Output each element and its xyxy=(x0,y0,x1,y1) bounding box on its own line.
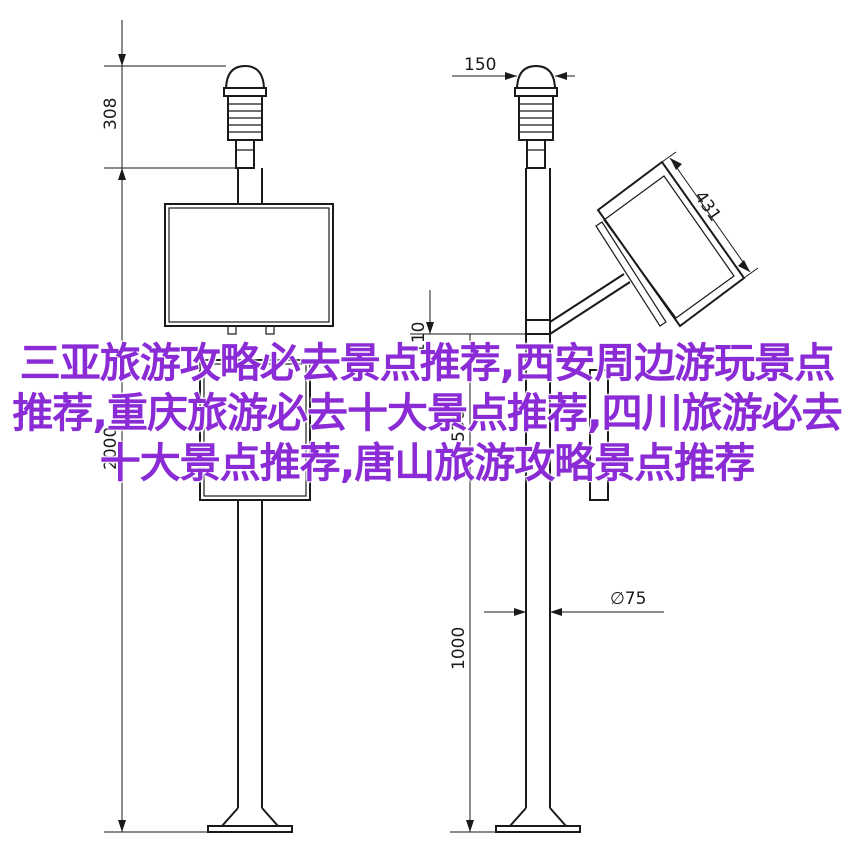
side-view xyxy=(410,64,759,833)
sensor-dome-left xyxy=(224,64,266,89)
display-panel xyxy=(164,203,334,327)
dimension-431 xyxy=(661,151,759,279)
base-flange-right xyxy=(507,807,569,827)
label-530: 530 xyxy=(449,410,469,442)
sensor-cap-left xyxy=(223,87,267,97)
label-110: 110 xyxy=(409,322,429,354)
sensor-louvers-left xyxy=(227,95,263,141)
base-plate-right xyxy=(495,825,581,833)
base-plate-left xyxy=(207,825,293,833)
sensor-mount-right xyxy=(526,139,546,169)
dimension-2000 xyxy=(104,168,208,833)
sensor-mount-left xyxy=(235,139,255,169)
base-flange-left xyxy=(219,807,281,827)
overlay-caption: 三亚旅游攻略必去景点推荐,西安周边游玩景点推荐,重庆旅游必去十大景点推荐,四川旅… xyxy=(12,339,842,487)
dimension-150 xyxy=(452,72,575,80)
sensor-cap-right xyxy=(514,87,558,97)
front-view xyxy=(104,20,334,833)
control-box xyxy=(199,359,311,501)
label-1000: 1000 xyxy=(449,627,469,670)
label-308: 308 xyxy=(101,98,121,130)
label-150: 150 xyxy=(464,55,496,75)
side-box xyxy=(589,369,609,501)
sensor-louvers-right xyxy=(518,95,554,141)
label-2000: 2000 xyxy=(101,427,121,470)
sensor-dome-right xyxy=(515,64,557,89)
dimension-110 xyxy=(410,290,526,335)
dimension-1000 xyxy=(450,334,496,833)
label-diameter: ∅75 xyxy=(610,589,646,609)
dimension-308 xyxy=(104,20,236,180)
dimension-diameter xyxy=(484,608,664,616)
bracket-clamp xyxy=(525,319,551,335)
